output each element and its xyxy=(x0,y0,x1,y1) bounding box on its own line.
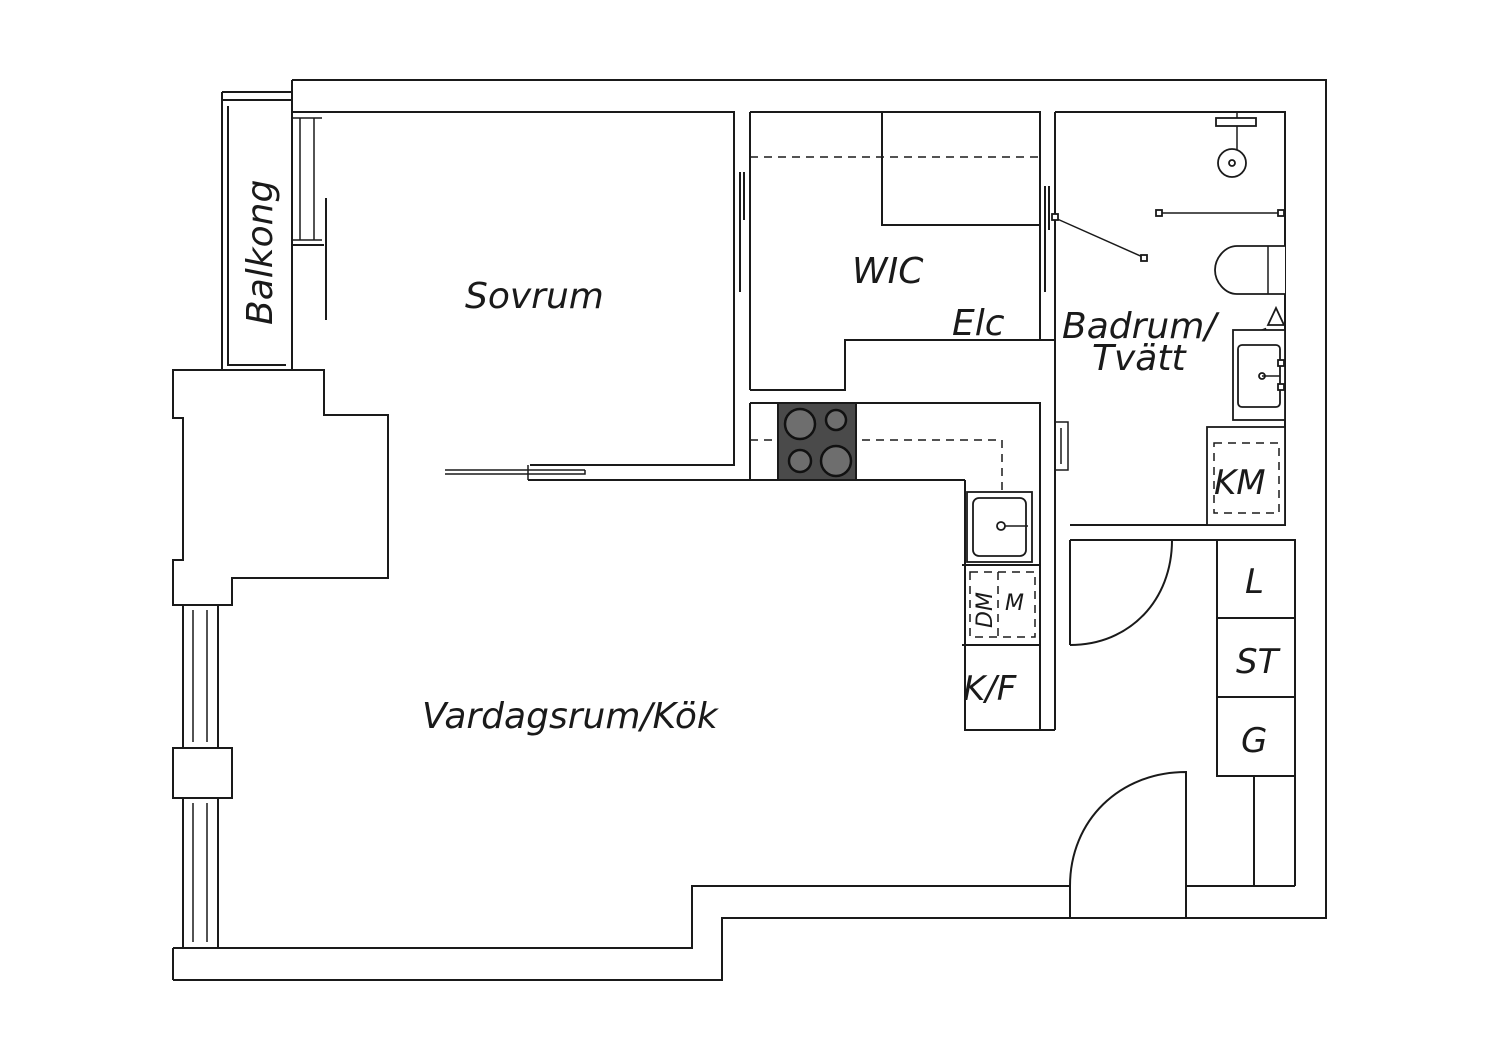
electrical-label: Elc xyxy=(952,303,1005,344)
closet-st-label: ST xyxy=(1236,642,1281,682)
closet-l-label: L xyxy=(1245,562,1264,602)
laundry-label: Tvätt xyxy=(1092,338,1187,379)
bathroom-label: Badrum/ xyxy=(1062,306,1220,347)
walk-in-closet-label: WIC xyxy=(852,251,924,292)
room-labels: Balkong Sovrum WIC Elc Badrum/ Tvätt Var… xyxy=(240,180,1220,737)
appliance-labels: KM DM M K/F L ST G xyxy=(963,463,1281,761)
microwave-label: M xyxy=(1005,591,1024,616)
washing-machine-label: KM xyxy=(1214,463,1266,503)
burner xyxy=(824,408,848,432)
toilet-icon xyxy=(1214,245,1285,295)
outer-walls xyxy=(172,79,1327,981)
bedroom-label: Sovrum xyxy=(465,276,604,317)
closet-g-label: G xyxy=(1241,721,1267,761)
burner xyxy=(819,444,853,478)
kitchen-sink xyxy=(966,491,1033,563)
burner xyxy=(783,407,817,441)
balcony-label: Balkong xyxy=(240,180,281,325)
bathroom-fixtures xyxy=(1051,112,1286,526)
hob xyxy=(777,402,857,481)
living-kitchen-label: Vardagsrum/Kök xyxy=(422,696,720,737)
dishwasher-label: DM xyxy=(973,592,998,628)
dishwasher-microwave xyxy=(969,571,1036,638)
washbasin-icon xyxy=(1232,329,1286,421)
shower-icon xyxy=(1215,112,1257,178)
burner xyxy=(787,448,813,474)
interior-walls xyxy=(324,111,1296,918)
fridge-freezer-label: K/F xyxy=(963,669,1017,709)
